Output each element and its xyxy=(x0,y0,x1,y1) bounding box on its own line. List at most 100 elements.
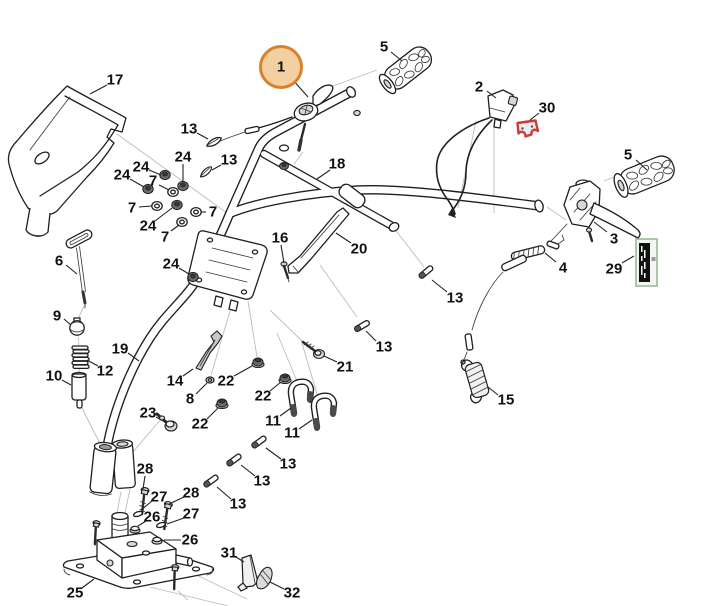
part-label-30[interactable]: 30 xyxy=(539,100,556,117)
part-label-7[interactable]: 7 xyxy=(128,200,136,217)
leader-line-5 xyxy=(635,159,648,171)
selected-part-circle[interactable] xyxy=(259,45,303,89)
part-label-3[interactable]: 3 xyxy=(610,231,618,248)
leader-line-31 xyxy=(235,556,245,563)
part-label-24[interactable]: 24 xyxy=(175,149,192,166)
part-label-24[interactable]: 24 xyxy=(114,167,131,184)
leader-line-7 xyxy=(158,184,170,191)
leader-line-17 xyxy=(89,84,108,95)
part-label-20[interactable]: 20 xyxy=(351,241,368,258)
part-label-14[interactable]: 14 xyxy=(167,373,184,390)
part-label-24[interactable]: 24 xyxy=(133,159,150,176)
part-label-28[interactable]: 28 xyxy=(183,485,200,502)
part-label-13[interactable]: 13 xyxy=(230,496,247,513)
part-20-bracket xyxy=(287,207,350,274)
part-17-cover xyxy=(7,85,127,237)
part-label-13[interactable]: 13 xyxy=(280,456,297,473)
part-23-bolt xyxy=(155,412,178,432)
part-label-31[interactable]: 31 xyxy=(221,545,238,562)
leader-line-22 xyxy=(269,381,282,392)
part-label-5[interactable]: 5 xyxy=(380,39,388,56)
leader-line-13 xyxy=(216,486,232,500)
leader-line-10 xyxy=(61,379,72,386)
leader-line-14 xyxy=(182,368,194,377)
part-13-pins xyxy=(203,265,434,488)
leader-line-4 xyxy=(544,252,557,263)
leader-line-22 xyxy=(206,407,219,420)
leader-line-3 xyxy=(593,221,608,233)
part-29-label-sticker xyxy=(635,238,658,287)
leader-line-27 xyxy=(140,500,153,511)
part-label-27[interactable]: 27 xyxy=(151,489,168,506)
part-label-5[interactable]: 5 xyxy=(624,147,632,164)
part-label-13[interactable]: 13 xyxy=(447,290,464,307)
part-label-19[interactable]: 19 xyxy=(112,341,129,358)
leader-line-32 xyxy=(269,581,285,590)
part-label-11[interactable]: 11 xyxy=(265,413,281,430)
part-9-knob xyxy=(69,317,85,336)
part-label-10[interactable]: 10 xyxy=(46,368,63,385)
part-26-nuts xyxy=(129,525,163,545)
leader-line-29 xyxy=(621,255,635,264)
part-2-switch xyxy=(435,89,519,218)
leader-line-9 xyxy=(63,318,72,326)
part-label-9[interactable]: 9 xyxy=(53,308,61,325)
leader-line-12 xyxy=(86,359,99,367)
part-label-29[interactable]: 29 xyxy=(606,261,623,278)
part-label-12[interactable]: 12 xyxy=(97,363,114,380)
part-label-7[interactable]: 7 xyxy=(161,229,169,246)
leader-line-24 xyxy=(129,178,145,188)
leader-line-13 xyxy=(365,330,377,342)
part-label-1[interactable]: 1 xyxy=(277,59,285,76)
part-label-8[interactable]: 8 xyxy=(186,391,194,408)
leader-line-6 xyxy=(65,264,78,275)
part-label-6[interactable]: 6 xyxy=(55,253,63,270)
part-label-27[interactable]: 27 xyxy=(183,506,200,523)
leader-line-24 xyxy=(178,267,190,275)
part-label-21[interactable]: 21 xyxy=(337,359,354,376)
part-label-7[interactable]: 7 xyxy=(149,173,157,190)
part-label-7[interactable]: 7 xyxy=(209,204,217,221)
leader-line-28 xyxy=(142,475,146,490)
part-label-2[interactable]: 2 xyxy=(475,79,483,96)
part-label-24[interactable]: 24 xyxy=(140,218,157,235)
part-label-23[interactable]: 23 xyxy=(140,405,157,422)
part-label-22[interactable]: 22 xyxy=(255,388,272,405)
leader-line-30 xyxy=(529,112,540,121)
part-label-13[interactable]: 13 xyxy=(221,152,238,169)
leader-line-24 xyxy=(148,169,162,176)
leader-line-27 xyxy=(166,517,185,525)
cable-to-spring xyxy=(460,254,527,365)
part-label-17[interactable]: 17 xyxy=(107,72,124,89)
part-21-bolt xyxy=(301,340,326,360)
part-label-4[interactable]: 4 xyxy=(559,260,568,277)
part-14-lever xyxy=(195,330,223,371)
part-13-cone-a xyxy=(206,136,222,147)
part-label-18[interactable]: 18 xyxy=(329,156,346,173)
part-label-11[interactable]: 11 xyxy=(284,425,300,442)
part-30-clip-highlighted[interactable] xyxy=(516,119,540,138)
part-label-25[interactable]: 25 xyxy=(67,585,84,602)
part-13-cone-b xyxy=(199,166,213,178)
leader-line-11 xyxy=(298,419,313,430)
part-label-15[interactable]: 15 xyxy=(498,392,515,409)
part-label-28[interactable]: 28 xyxy=(137,461,154,478)
part-label-13[interactable]: 13 xyxy=(254,473,271,490)
part-30-clip-shape[interactable] xyxy=(516,119,540,138)
part-5-grip-right xyxy=(613,155,675,198)
part-label-16[interactable]: 16 xyxy=(272,230,289,247)
leader-line-2 xyxy=(486,90,497,99)
part-label-13[interactable]: 13 xyxy=(376,339,393,356)
part-27-washers xyxy=(133,510,166,529)
part-label-26[interactable]: 26 xyxy=(182,532,199,549)
tube-clamp-sleeves xyxy=(89,439,136,496)
part-label-22[interactable]: 22 xyxy=(192,416,209,433)
part-label-22[interactable]: 22 xyxy=(218,373,235,390)
leader-line-7 xyxy=(170,224,180,232)
handlebar-mount-plate xyxy=(187,230,268,312)
part-label-24[interactable]: 24 xyxy=(163,256,180,273)
part-label-13[interactable]: 13 xyxy=(181,121,198,138)
part-label-32[interactable]: 32 xyxy=(284,585,301,602)
part-label-26[interactable]: 26 xyxy=(144,509,161,526)
leader-line-26 xyxy=(137,520,147,527)
